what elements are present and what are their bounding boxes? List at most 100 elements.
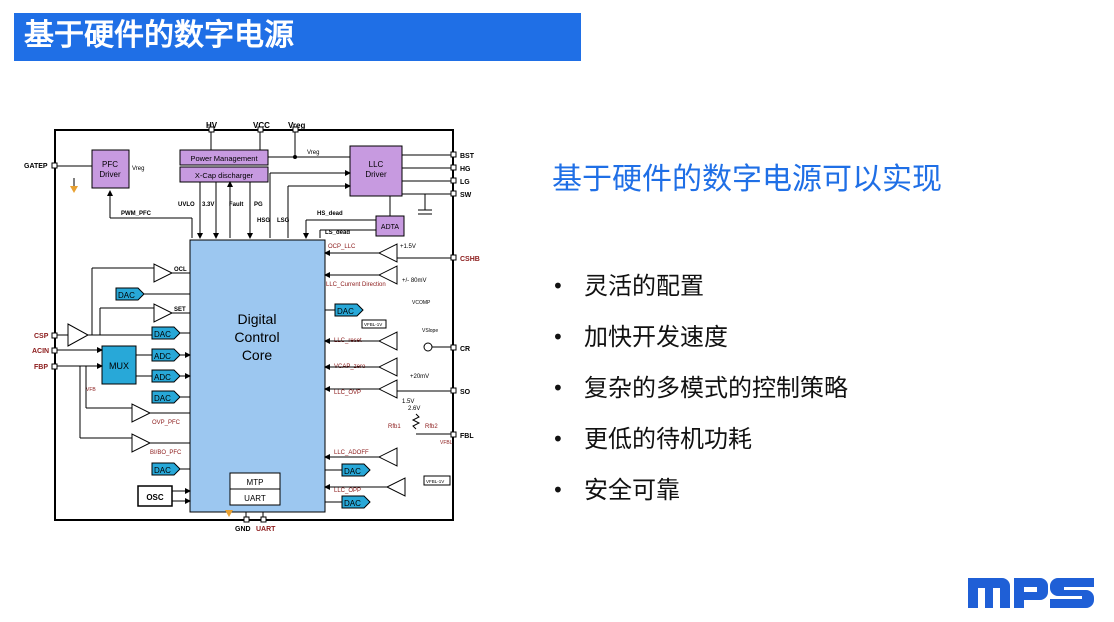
ocp-llc-comparator xyxy=(377,243,398,263)
dac-left-1 xyxy=(115,287,145,301)
pin-lg: LG xyxy=(460,179,470,186)
adc-left-1 xyxy=(151,348,181,362)
block-diagram: HV VCC Vreg GATEP CSP ACIN FBP BST HG LG… xyxy=(24,121,480,533)
mux-label: MUX xyxy=(109,361,129,371)
mtp-label: MTP xyxy=(247,478,264,487)
osc-block xyxy=(137,485,173,507)
xcap-label: X-Cap discharger xyxy=(195,171,254,180)
ovp-pfc-comparator xyxy=(131,403,152,423)
pin-csp: CSP xyxy=(34,333,49,340)
sig-hs-dead: HS_dead xyxy=(317,211,343,217)
sig-rfb2: Rfb2 xyxy=(425,424,438,430)
sig-llc-opp: LLC_OPP xyxy=(334,488,361,494)
dac-right-1 xyxy=(334,303,364,317)
sig-ocp-llc: OCP_LLC xyxy=(328,244,356,250)
svg-text:DAC: DAC xyxy=(344,499,361,508)
core-gnd-symbol xyxy=(225,510,233,517)
sig-vfb: VFB xyxy=(86,387,96,393)
pin-hg: HG xyxy=(460,166,471,173)
adc-left-2 xyxy=(151,369,181,383)
pfc-driver-block xyxy=(91,149,130,189)
svg-text:DAC: DAC xyxy=(154,330,171,339)
uart-label: UART xyxy=(244,494,266,503)
bullet-icon: • xyxy=(552,478,564,502)
pin-cshb: CSHB xyxy=(460,256,480,263)
sig-ocl: OCL xyxy=(174,267,187,273)
osc-label: OSC xyxy=(146,493,164,502)
pin-sw: SW xyxy=(460,192,472,199)
dac-right-3 xyxy=(341,495,371,509)
pfc-vreg-label: Vreg xyxy=(132,166,144,172)
list-item: • 灵活的配置 xyxy=(552,268,848,319)
set-comparator xyxy=(153,303,174,323)
svg-text:DAC: DAC xyxy=(154,466,171,475)
svg-text:DAC: DAC xyxy=(337,307,354,316)
bullet-icon: • xyxy=(552,376,564,400)
llc-adoff-comparator xyxy=(377,447,398,467)
sig-set: SET xyxy=(174,307,186,313)
sig-v15: 1.5V xyxy=(402,399,414,405)
svg-text:ADC: ADC xyxy=(154,352,171,361)
pin-bst: BST xyxy=(460,153,475,160)
vfbl-1v-box-2 xyxy=(423,475,451,486)
mps-logo xyxy=(968,578,1094,608)
svg-text:ADC: ADC xyxy=(154,373,171,382)
ocl-comparator xyxy=(153,263,174,283)
dac-left-3 xyxy=(151,390,181,404)
chip-outline xyxy=(54,129,454,521)
list-item-text: 复杂的多模式的控制策略 xyxy=(584,374,848,402)
list-item-text: 安全可靠 xyxy=(584,476,680,504)
vfbl-1v-box-1 xyxy=(361,319,387,329)
sig-fault: Fault xyxy=(229,202,243,208)
left-converters: DAC DAC ADC ADC DAC DAC xyxy=(115,287,181,476)
svg-text:DAC: DAC xyxy=(154,394,171,403)
right-pins: BST HG LG SW CSHB CR SO FBL xyxy=(450,151,480,440)
bullet-icon: • xyxy=(552,427,564,451)
sig-bibo-pfc: BI/BO_PFC xyxy=(150,450,182,456)
llc-vreg-label: Vreg xyxy=(307,150,319,156)
left-pins: GATEP CSP ACIN FBP xyxy=(24,162,58,371)
list-item: • 复杂的多模式的控制策略 xyxy=(552,370,848,421)
sig-vcomp: VCOMP xyxy=(412,300,431,306)
list-item: • 更低的待机功耗 xyxy=(552,421,848,472)
svg-text:DAC: DAC xyxy=(118,291,135,300)
pin-so: SO xyxy=(460,389,471,396)
adta-label: ADTA xyxy=(381,224,399,231)
sig-vfbl-1v-1: VFBL-1V xyxy=(364,322,382,327)
pin-fbl: FBL xyxy=(460,433,474,440)
summing-node xyxy=(423,342,433,352)
llc-reset-comparator xyxy=(377,331,398,351)
sig-plus20mv: +20mV xyxy=(410,374,429,380)
pin-cr: CR xyxy=(460,346,470,353)
sig-llc-current-direction: LLC_Current Direction xyxy=(326,282,386,288)
uart-block xyxy=(229,488,281,506)
sig-vfbl: VFBL xyxy=(440,440,453,446)
list-item-text: 加快开发速度 xyxy=(584,323,728,351)
sig-ovp-pfc: OVP_PFC xyxy=(152,420,181,426)
slide-title: 基于硬件的数字电源 xyxy=(24,18,294,53)
xcap-block xyxy=(179,166,269,183)
llc-ovp-comparator xyxy=(377,379,398,399)
pin-vcc: VCC xyxy=(253,121,270,130)
list-item-text: 更低的待机功耗 xyxy=(584,425,752,453)
content-heading: 基于硬件的数字电源可以实现 xyxy=(552,162,942,197)
sig-vfbl-1v-2: VFBL-1V xyxy=(426,479,444,484)
sig-plus15v: +1.5V xyxy=(400,244,416,250)
current-direction-comparator xyxy=(377,265,398,285)
list-item-text: 灵活的配置 xyxy=(584,272,704,300)
dac-left-2 xyxy=(151,326,181,340)
digital-control-core xyxy=(189,239,326,513)
sig-33v: 3.3V xyxy=(202,202,214,208)
csp-amplifier xyxy=(67,323,90,347)
pfc-gnd-symbol xyxy=(70,186,78,193)
sig-pg: PG xyxy=(254,202,263,208)
bullet-icon: • xyxy=(552,325,564,349)
feature-list: • 灵活的配置 • 加快开发速度 • 复杂的多模式的控制策略 • 更低的待机功耗 • 安全… xyxy=(552,268,848,523)
svg-text:DAC: DAC xyxy=(344,467,361,476)
list-item: • 安全可靠 xyxy=(552,472,848,523)
bullet-icon: • xyxy=(552,274,564,298)
llc-opp-comparator xyxy=(385,477,406,497)
sig-ls-dead: LS_dead xyxy=(325,230,350,236)
